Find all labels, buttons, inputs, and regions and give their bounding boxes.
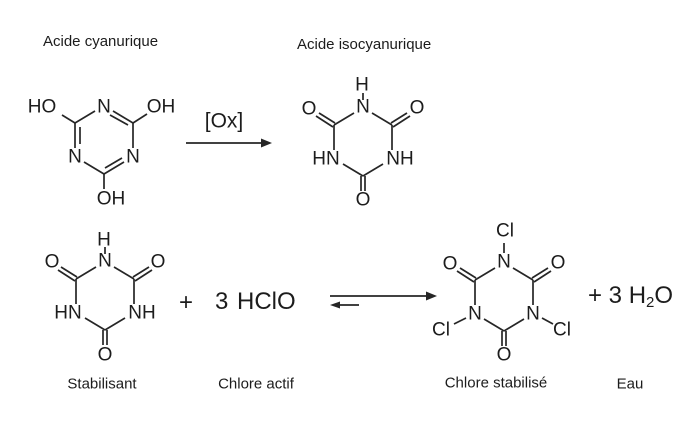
oxidation-arrow — [186, 138, 272, 148]
atom-label-hn: HN — [54, 302, 82, 324]
atom-label-hn: HN — [312, 148, 340, 170]
double-bond-line — [132, 266, 150, 278]
caption-chlore-actif: Chlore actif — [218, 375, 294, 393]
bond — [75, 266, 97, 280]
atom-label-nh: NH — [128, 302, 156, 324]
double-bond-line — [60, 266, 78, 278]
atom-label-o: O — [496, 344, 512, 366]
bond — [362, 163, 384, 177]
bond — [371, 112, 393, 126]
isocyanuric-acid-structure — [315, 93, 411, 191]
atom-label-h: H — [97, 229, 111, 251]
bond — [541, 317, 554, 325]
caption-eau: Eau — [616, 375, 644, 393]
bond — [74, 110, 96, 124]
stabilisant-structure — [57, 247, 153, 345]
bond — [483, 318, 505, 332]
bond — [104, 317, 126, 331]
arrow-head — [261, 138, 272, 148]
atom-label-n: N — [126, 146, 140, 168]
atom-label-o: O — [442, 253, 458, 275]
double-bond-line — [533, 270, 552, 283]
atom-label-h: H — [355, 74, 369, 96]
double-bond-line — [531, 267, 549, 279]
bond — [132, 113, 148, 124]
cyanuric-acid-title: Acide cyanurique — [43, 33, 159, 50]
bond — [512, 267, 534, 281]
atom-label-nh: NH — [386, 148, 414, 170]
bond — [333, 112, 355, 126]
water-subscript: 2 — [646, 294, 655, 311]
bond — [342, 163, 364, 177]
bond — [474, 267, 496, 281]
atom-label-n: N — [97, 96, 111, 118]
caption-chlore-stabilise: Chlore stabilisé — [444, 374, 548, 392]
bond — [112, 110, 134, 124]
atom-label-cl: Cl — [496, 220, 514, 242]
atom-label-cl: Cl — [553, 319, 571, 341]
bond — [61, 114, 76, 124]
atom-label-n: N — [68, 146, 82, 168]
water-formula: + 3 H2O — [588, 282, 674, 311]
oxidant-label: [Ox] — [204, 109, 244, 133]
double-bond-line — [315, 115, 334, 128]
bond — [84, 317, 106, 331]
atom-label-n: N — [526, 303, 540, 325]
double-bond-line — [459, 267, 477, 279]
atom-label-oh: OH — [146, 96, 176, 118]
cyanuric-acid-structure — [61, 110, 148, 189]
water-formula-lead: + 3 H — [588, 282, 647, 309]
double-bond-line — [57, 269, 76, 282]
atom-label-n: N — [468, 303, 482, 325]
bond — [503, 318, 525, 332]
chlore-stabilise-structure — [453, 243, 554, 346]
water-formula-tail: O — [654, 282, 674, 309]
atom-label-cl: Cl — [432, 319, 450, 341]
double-bond-line — [392, 115, 411, 128]
bond — [113, 266, 135, 280]
bond — [103, 161, 125, 175]
atom-label-n: N — [98, 250, 112, 272]
double-bond-line — [134, 269, 153, 282]
double-bond-line — [318, 112, 336, 124]
equilibrium-arrows — [330, 291, 437, 309]
isocyanuric-acid-title: Acide isocyanurique — [297, 36, 432, 53]
atom-label-n: N — [497, 251, 511, 273]
double-bond-line — [109, 114, 129, 126]
plus-sign: + — [178, 289, 194, 316]
caption-stabilisant: Stabilisant — [67, 375, 137, 393]
double-bond-line — [104, 157, 123, 169]
hclo-formula: 3 HClO — [215, 288, 296, 315]
bond — [453, 317, 467, 325]
atom-label-o: O — [44, 251, 60, 273]
bond — [83, 161, 105, 175]
atom-label-o: O — [97, 344, 113, 366]
double-bond-line — [390, 112, 408, 124]
atom-label-n: N — [356, 96, 370, 118]
reverse-arrow-head — [330, 301, 340, 309]
atom-label-o: O — [150, 251, 166, 273]
atom-label-ho: HO — [27, 96, 57, 118]
double-bond-line — [456, 270, 475, 283]
atom-label-oh: OH — [96, 188, 126, 210]
forward-arrow-head — [426, 291, 437, 301]
atom-label-o: O — [355, 189, 371, 211]
atom-label-o: O — [301, 98, 317, 120]
atom-label-o: O — [409, 97, 425, 119]
atom-label-o: O — [550, 252, 566, 274]
